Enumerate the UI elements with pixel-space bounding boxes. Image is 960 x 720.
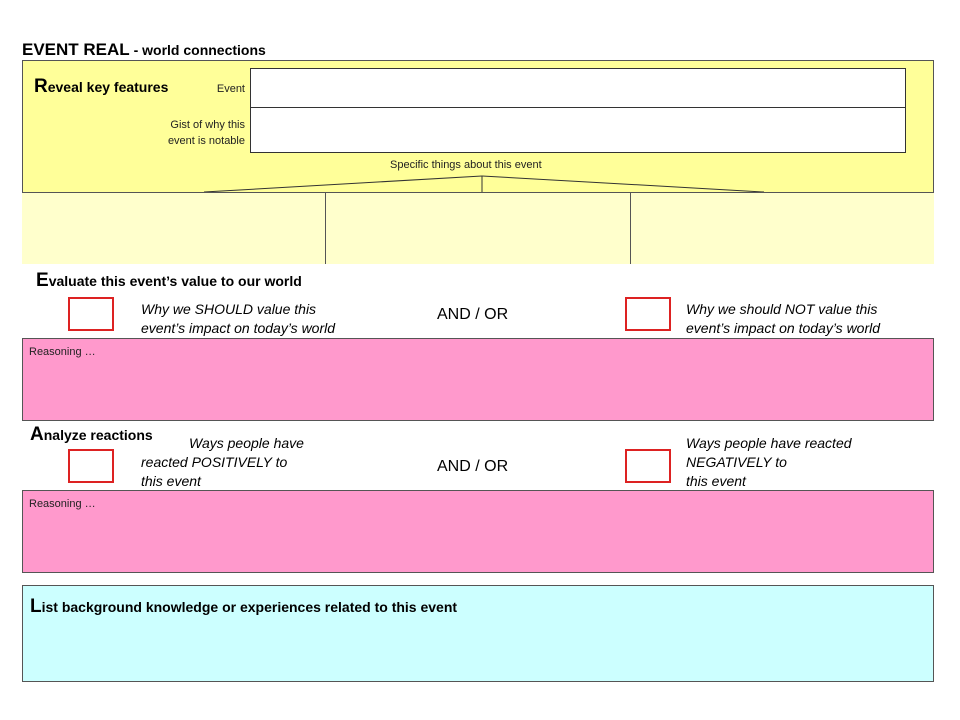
- should-not-value-prompt: Why we should NOT value this event’s imp…: [686, 301, 881, 336]
- evaluate-reasoning-label: Reasoning …: [29, 346, 96, 358]
- should-not-value-checkbox[interactable]: [625, 297, 671, 331]
- evaluate-andor: AND / OR: [437, 306, 509, 323]
- reveal-heading: Reveal key features: [34, 76, 169, 97]
- page-title: EVENT REAL - world connections: [22, 40, 266, 60]
- title-sub: - world connections: [129, 42, 266, 58]
- should-value-prompt: Why we SHOULD value this event’s impact …: [141, 301, 336, 336]
- analyze-reasoning-box[interactable]: Reasoning …: [22, 490, 934, 573]
- analyze-heading: Analyze reactions: [30, 424, 153, 445]
- list-heading: List background knowledge or experiences…: [30, 596, 458, 617]
- positive-reaction-checkbox[interactable]: [68, 449, 114, 483]
- negative-reaction-checkbox[interactable]: [625, 449, 671, 483]
- analyze-reasoning-label: Reasoning …: [29, 498, 96, 510]
- branch-connector: [203, 175, 765, 193]
- negative-reaction-prompt: Ways people have reacted NEGATIVELY to t…: [686, 435, 852, 489]
- specific-thing-2[interactable]: [325, 193, 629, 264]
- specific-thing-1[interactable]: [22, 193, 325, 264]
- should-value-checkbox[interactable]: [68, 297, 114, 331]
- evaluate-reasoning-box[interactable]: Reasoning …: [22, 338, 934, 421]
- gist-field[interactable]: [250, 107, 906, 153]
- specific-things-columns: [22, 192, 934, 264]
- title-main: EVENT REAL: [22, 40, 130, 59]
- list-box[interactable]: [22, 585, 934, 682]
- specific-label: Specific things about this event: [390, 159, 542, 171]
- event-label: Event: [216, 83, 245, 95]
- positive-reaction-prompt: Ways people have reacted POSITIVELY to t…: [141, 435, 304, 489]
- evaluate-heading: Evaluate this event’s value to our world: [36, 270, 302, 291]
- analyze-andor: AND / OR: [437, 458, 509, 475]
- gist-label: Gist of why this event is notable: [167, 119, 245, 147]
- specific-thing-3[interactable]: [629, 193, 934, 264]
